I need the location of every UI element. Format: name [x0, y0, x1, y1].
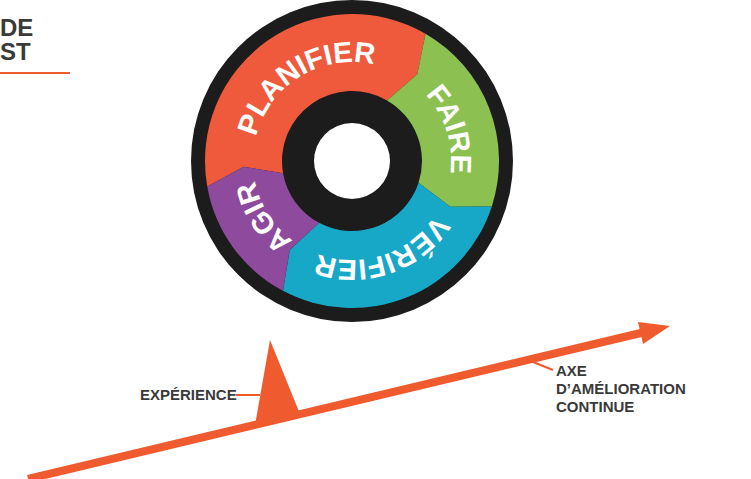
text-guide: [253, 62, 407, 172]
segment-fill: [207, 167, 319, 291]
segment-fill: [387, 34, 499, 207]
leader-line: [528, 360, 553, 370]
segment-fill: [283, 183, 492, 308]
segment-shape: VÉRIFIER: [191, 0, 513, 322]
axis-arrowhead: [638, 322, 670, 344]
cycle-segment: VÉRIFIER: [191, 0, 513, 322]
segment-label: AGIR: [230, 179, 297, 260]
segment-label-text: VÉRIFIER: [311, 211, 456, 286]
leader-line: [236, 394, 260, 396]
segment-label: FAIRE: [421, 78, 477, 174]
segment-shape: AGIR: [191, 0, 513, 322]
title-rule: [0, 72, 70, 74]
segment-label: PLANIFIER: [231, 36, 377, 139]
wheel-rim: [191, 0, 513, 322]
title-fragment: DE: [0, 16, 60, 40]
segment-label-text: PLANIFIER: [231, 36, 377, 139]
improvement-axis: [28, 332, 645, 479]
segment-label-text: AGIR: [230, 179, 297, 260]
title-fragment: ST: [0, 40, 60, 64]
segment-label-text: FAIRE: [421, 78, 477, 174]
segment-label: VÉRIFIER: [311, 211, 456, 286]
cycle-segment: AGIR: [191, 0, 513, 322]
annotation-label: AXE D’AMÉLIORATION CONTINUE: [556, 362, 686, 416]
experience-wedge: [255, 340, 300, 425]
annotation-label: EXPÉRIENCE: [140, 386, 240, 404]
wheel-hole: [314, 123, 390, 199]
wheel-hub: [282, 91, 422, 231]
